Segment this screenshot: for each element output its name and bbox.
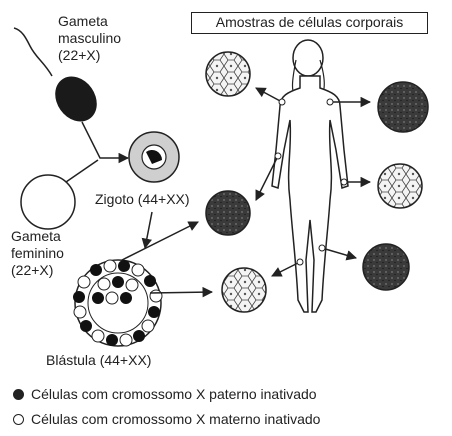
human-body-icon xyxy=(271,39,349,313)
male-gamete-label-line-2: masculino xyxy=(58,30,122,46)
cell-sample-right-top xyxy=(377,81,429,133)
arrow-zygote-to-blastula xyxy=(141,211,153,250)
male-gamete-label: Gameta masculino (22+X) xyxy=(58,13,121,64)
female-gamete-label: Gameta feminino (22+X) xyxy=(11,228,64,279)
blastula-label: Blástula (44+XX) xyxy=(46,352,152,368)
female-gamete-label-line-2: feminino xyxy=(11,245,64,261)
arrow-to-sample-right-bottom xyxy=(321,247,358,261)
arrow-to-sample-left-bottom xyxy=(271,261,301,277)
zygote-icon xyxy=(128,131,180,183)
zygote-label: Zigoto (44+XX) xyxy=(95,191,190,207)
female-gamete-label-line-3: (22+X) xyxy=(11,262,54,278)
filled-circle-icon xyxy=(13,389,24,400)
cell-sample-left-bottom xyxy=(221,267,267,313)
legend-item-paternal: Células com cromossomo X paterno inativa… xyxy=(13,386,317,403)
female-gamete-label-line-1: Gameta xyxy=(11,228,61,244)
arrow-to-sample-left-middle xyxy=(255,155,279,201)
arrow-blastula-to-sample-2 xyxy=(149,286,214,298)
arrow-sperm-to-zygote xyxy=(81,121,130,164)
legend-item-maternal: Células com cromossomo X materno inativa… xyxy=(13,411,320,428)
male-gamete-label-line-3: (22+X) xyxy=(58,47,101,63)
arrow-blastula-to-sample-1 xyxy=(121,221,199,261)
legend-text-paternal: Células com cromossomo X paterno inativa… xyxy=(31,386,317,402)
male-gamete-icon xyxy=(13,27,97,122)
arrow-egg-to-zygote xyxy=(65,159,99,183)
arrow-to-sample-left-top xyxy=(255,87,283,103)
blastula-icon xyxy=(73,259,163,347)
cell-sample-left-top xyxy=(205,51,251,97)
legend-text-maternal: Células com cromossomo X materno inativa… xyxy=(31,411,321,427)
cell-sample-left-middle xyxy=(205,190,251,236)
cell-sample-right-bottom xyxy=(362,243,410,291)
page-title: Amostras de células corporais xyxy=(191,12,428,34)
open-circle-icon xyxy=(13,414,24,425)
cell-sample-right-middle xyxy=(377,163,423,209)
male-gamete-label-line-1: Gameta xyxy=(58,13,108,29)
female-gamete-icon xyxy=(20,174,76,230)
